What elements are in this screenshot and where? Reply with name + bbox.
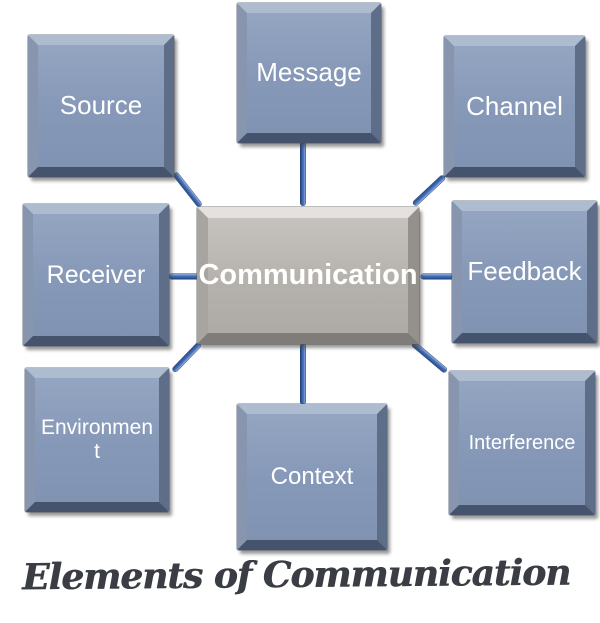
connector-message-to-center bbox=[300, 141, 306, 206]
connector-interference-to-center bbox=[411, 341, 448, 374]
node-channel: Channel bbox=[444, 36, 585, 177]
connector-environment-to-center bbox=[171, 341, 202, 373]
node-feedback: Feedback bbox=[452, 201, 597, 343]
center-label: Communication bbox=[198, 258, 418, 291]
node-channel-label: Channel bbox=[466, 90, 563, 121]
diagram-title: Elements of Communication bbox=[21, 551, 571, 599]
node-receiver-label: Receiver bbox=[46, 260, 146, 289]
node-feedback-label: Feedback bbox=[467, 256, 582, 287]
connector-receiver-to-center bbox=[169, 274, 200, 279]
connector-context-to-center bbox=[300, 343, 306, 405]
node-source-label: Source bbox=[59, 90, 143, 121]
node-environment: Environmen t bbox=[25, 368, 169, 512]
node-message-label: Message bbox=[256, 57, 362, 88]
connector-source-to-center bbox=[173, 171, 203, 208]
node-environment-label: Environmen t bbox=[40, 415, 154, 463]
node-context-label: Context bbox=[270, 463, 354, 491]
node-source: Source bbox=[28, 35, 174, 177]
node-message: Message bbox=[237, 3, 381, 143]
node-interference-label: Interference bbox=[468, 431, 576, 454]
node-interference: Interference bbox=[449, 371, 595, 515]
connector-channel-to-center bbox=[412, 174, 446, 207]
node-context: Context bbox=[237, 404, 387, 550]
node-receiver: Receiver bbox=[23, 204, 169, 346]
node-communication-center: Communication bbox=[197, 207, 419, 344]
connector-feedback-to-center bbox=[421, 274, 454, 279]
